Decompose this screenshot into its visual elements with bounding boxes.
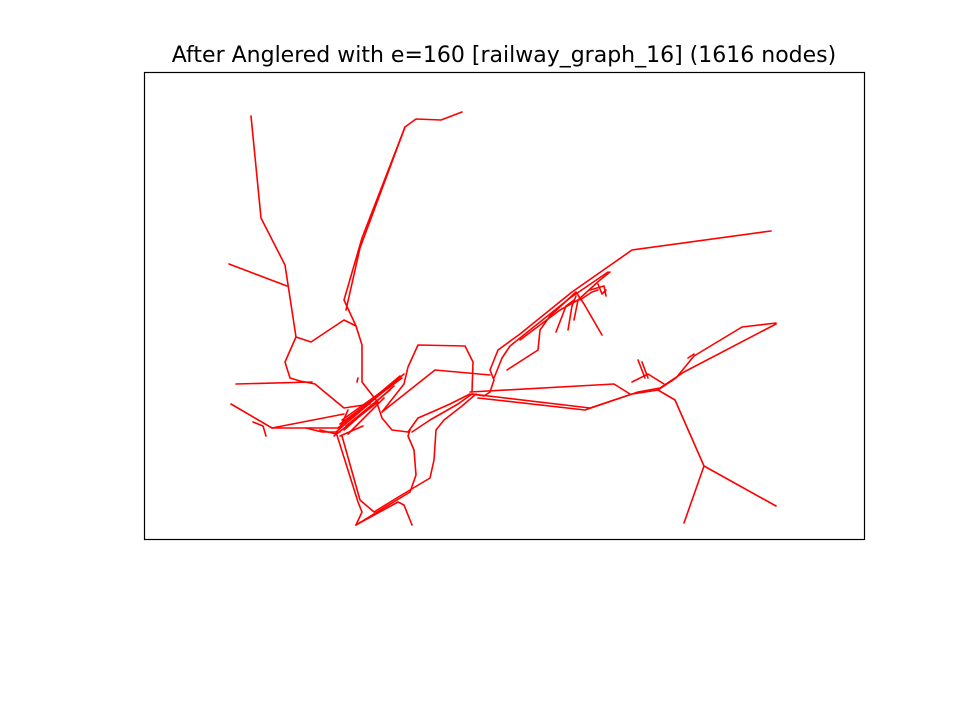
graph-edge	[228, 263, 288, 287]
graph-edge	[573, 271, 611, 321]
graph-edge	[477, 323, 777, 411]
graph-edge	[687, 353, 695, 359]
graph-edge	[381, 369, 491, 413]
graph-edge	[589, 285, 607, 297]
railway-graph	[228, 111, 777, 526]
graph-edge	[641, 361, 649, 379]
graph-edge	[339, 425, 364, 437]
graph-edge	[252, 421, 267, 437]
graph-edge	[493, 271, 609, 379]
graph-edge	[349, 383, 393, 419]
graph-edge	[345, 126, 406, 311]
graph-edge	[471, 230, 772, 397]
graph-edge	[579, 289, 599, 301]
graph-edge	[411, 393, 473, 433]
graph-edge	[657, 389, 777, 507]
graph-edge	[341, 393, 477, 513]
graph-edge	[567, 295, 577, 331]
graph-edge	[235, 381, 313, 385]
graph-edge	[506, 291, 603, 371]
graph-edge	[469, 383, 631, 395]
graph-edge	[284, 336, 371, 409]
graph-edge	[355, 429, 417, 526]
graph-edge	[343, 111, 463, 327]
graph-edge	[683, 465, 705, 524]
graph-edge	[271, 413, 345, 429]
graph-edge	[631, 373, 665, 385]
graph-edge	[345, 389, 391, 427]
graph-edge	[637, 359, 646, 379]
axes-frame	[143, 71, 866, 541]
graph-edge	[407, 393, 471, 433]
graph-edge	[555, 299, 575, 333]
plot-title: After Anglered with e=160 [railway_graph…	[172, 43, 836, 68]
graph-edge	[355, 501, 413, 526]
graph-edge	[519, 299, 579, 341]
graph-edge	[335, 431, 363, 526]
graph-edge	[305, 427, 341, 433]
graph-edge	[250, 115, 377, 401]
graph-edge	[356, 377, 359, 383]
graph-edge	[381, 344, 474, 413]
graph-edge	[375, 399, 409, 433]
graph-edge	[597, 283, 607, 295]
graph-edge	[333, 401, 379, 437]
graph-edge	[319, 429, 337, 435]
